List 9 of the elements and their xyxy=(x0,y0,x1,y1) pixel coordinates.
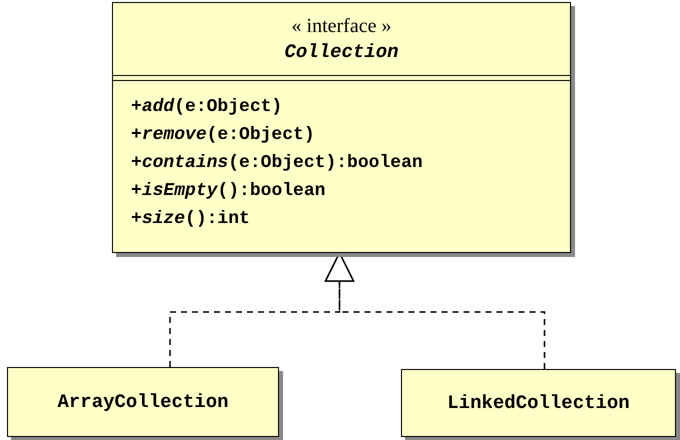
method-signature: +size():int xyxy=(131,208,250,231)
class-name: LinkedCollection xyxy=(447,392,630,414)
method-signature: +remove(e:Object) xyxy=(131,124,315,147)
method-signature: +add(e:Object) xyxy=(131,96,282,119)
stereotype: « interface » xyxy=(292,14,392,39)
method-signature: +isEmpty():boolean xyxy=(131,180,326,203)
class-name: ArrayCollection xyxy=(57,391,229,413)
interface-name: Collection xyxy=(284,40,399,65)
method-signature: +contains(e:Object):boolean xyxy=(131,152,423,175)
